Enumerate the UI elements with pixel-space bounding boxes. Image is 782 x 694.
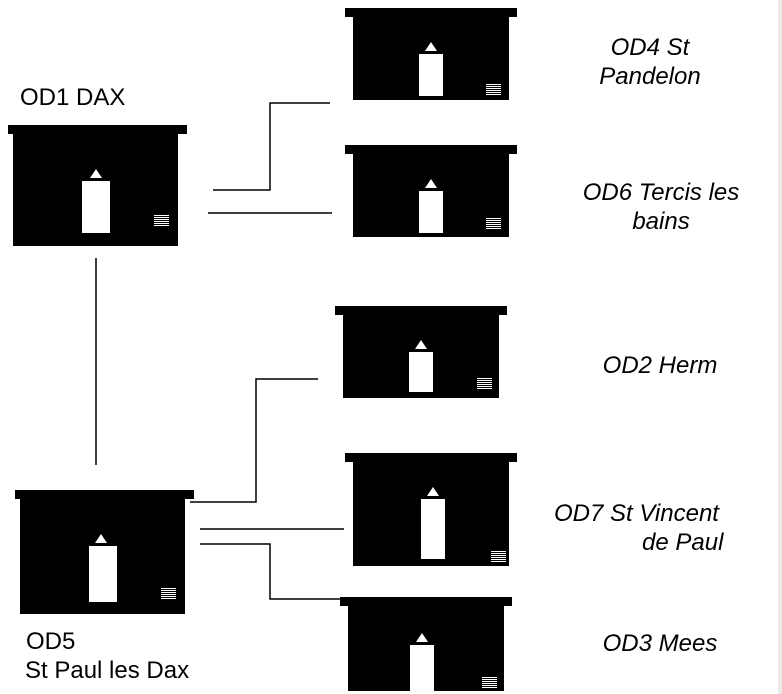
label-od4-line2: Pandelon — [599, 63, 701, 90]
warning-triangle-icon — [90, 169, 102, 178]
label-od3-line1: OD3 Mees — [602, 630, 718, 657]
warning-triangle-icon — [425, 42, 437, 51]
cabinet-icon-od3 — [340, 597, 512, 691]
label-od5-line2: St Paul les Dax — [25, 657, 190, 684]
cabinet-lid — [340, 597, 512, 606]
cabinet-icon-od1 — [8, 125, 187, 246]
label-od7: OD7 St Vincent de Paul — [554, 499, 778, 557]
cabinet-icon-od7 — [345, 453, 517, 566]
label-od1-line1: OD1 DAX — [20, 84, 126, 111]
label-od7-line1: OD7 St Vincent — [554, 500, 719, 527]
cabinet-lid — [345, 8, 517, 17]
cabinet-icon-od2 — [335, 306, 507, 398]
label-od5: OD5 St Paul les Dax — [25, 627, 190, 685]
vent-icon — [477, 378, 492, 390]
cabinet-lid — [345, 145, 517, 154]
warning-triangle-icon — [425, 179, 437, 188]
vent-icon — [486, 218, 501, 230]
cabinet-icon-od4 — [345, 8, 517, 100]
link-od5-od2 — [190, 378, 318, 503]
warning-triangle-icon — [416, 633, 428, 642]
cabinet-icon-od6 — [345, 145, 517, 237]
cabinet-door — [421, 499, 445, 559]
right-edge-line — [778, 0, 782, 694]
link-od5-od3 — [200, 543, 342, 600]
label-od4-line1: OD4 St — [610, 34, 690, 61]
vent-icon — [482, 677, 497, 689]
vent-icon — [161, 588, 176, 600]
warning-triangle-icon — [95, 534, 107, 543]
cabinet-door — [82, 181, 110, 233]
cabinet-lid — [335, 306, 507, 315]
cabinet-lid — [15, 490, 194, 499]
label-od1: OD1 DAX — [20, 83, 125, 112]
cabinet-lid — [8, 125, 187, 134]
label-od2: OD2 Herm — [560, 351, 760, 380]
vent-icon — [154, 215, 169, 227]
cabinet-door — [409, 352, 433, 392]
warning-triangle-icon — [427, 487, 439, 496]
label-od6-line2: bains — [632, 208, 690, 235]
cabinet-lid — [345, 453, 517, 462]
cabinet-door — [419, 191, 443, 233]
warning-triangle-icon — [415, 340, 427, 349]
cabinet-door — [419, 54, 443, 96]
link-od1-od4 — [213, 102, 330, 191]
vent-icon — [491, 551, 506, 563]
cabinet-door — [410, 645, 434, 691]
label-od5-line1: OD5 — [26, 628, 76, 655]
vent-icon — [486, 84, 501, 96]
cabinet-icon-od5 — [15, 490, 194, 614]
label-od7-line2: de Paul — [642, 529, 724, 556]
label-od4: OD4 St Pandelon — [575, 33, 725, 91]
label-od2-line1: OD2 Herm — [602, 352, 718, 379]
cabinet-door — [89, 546, 117, 602]
label-od6-line1: OD6 Tercis les — [582, 179, 740, 206]
label-od6: OD6 Tercis les bains — [545, 178, 777, 236]
label-od3: OD3 Mees — [560, 629, 760, 658]
